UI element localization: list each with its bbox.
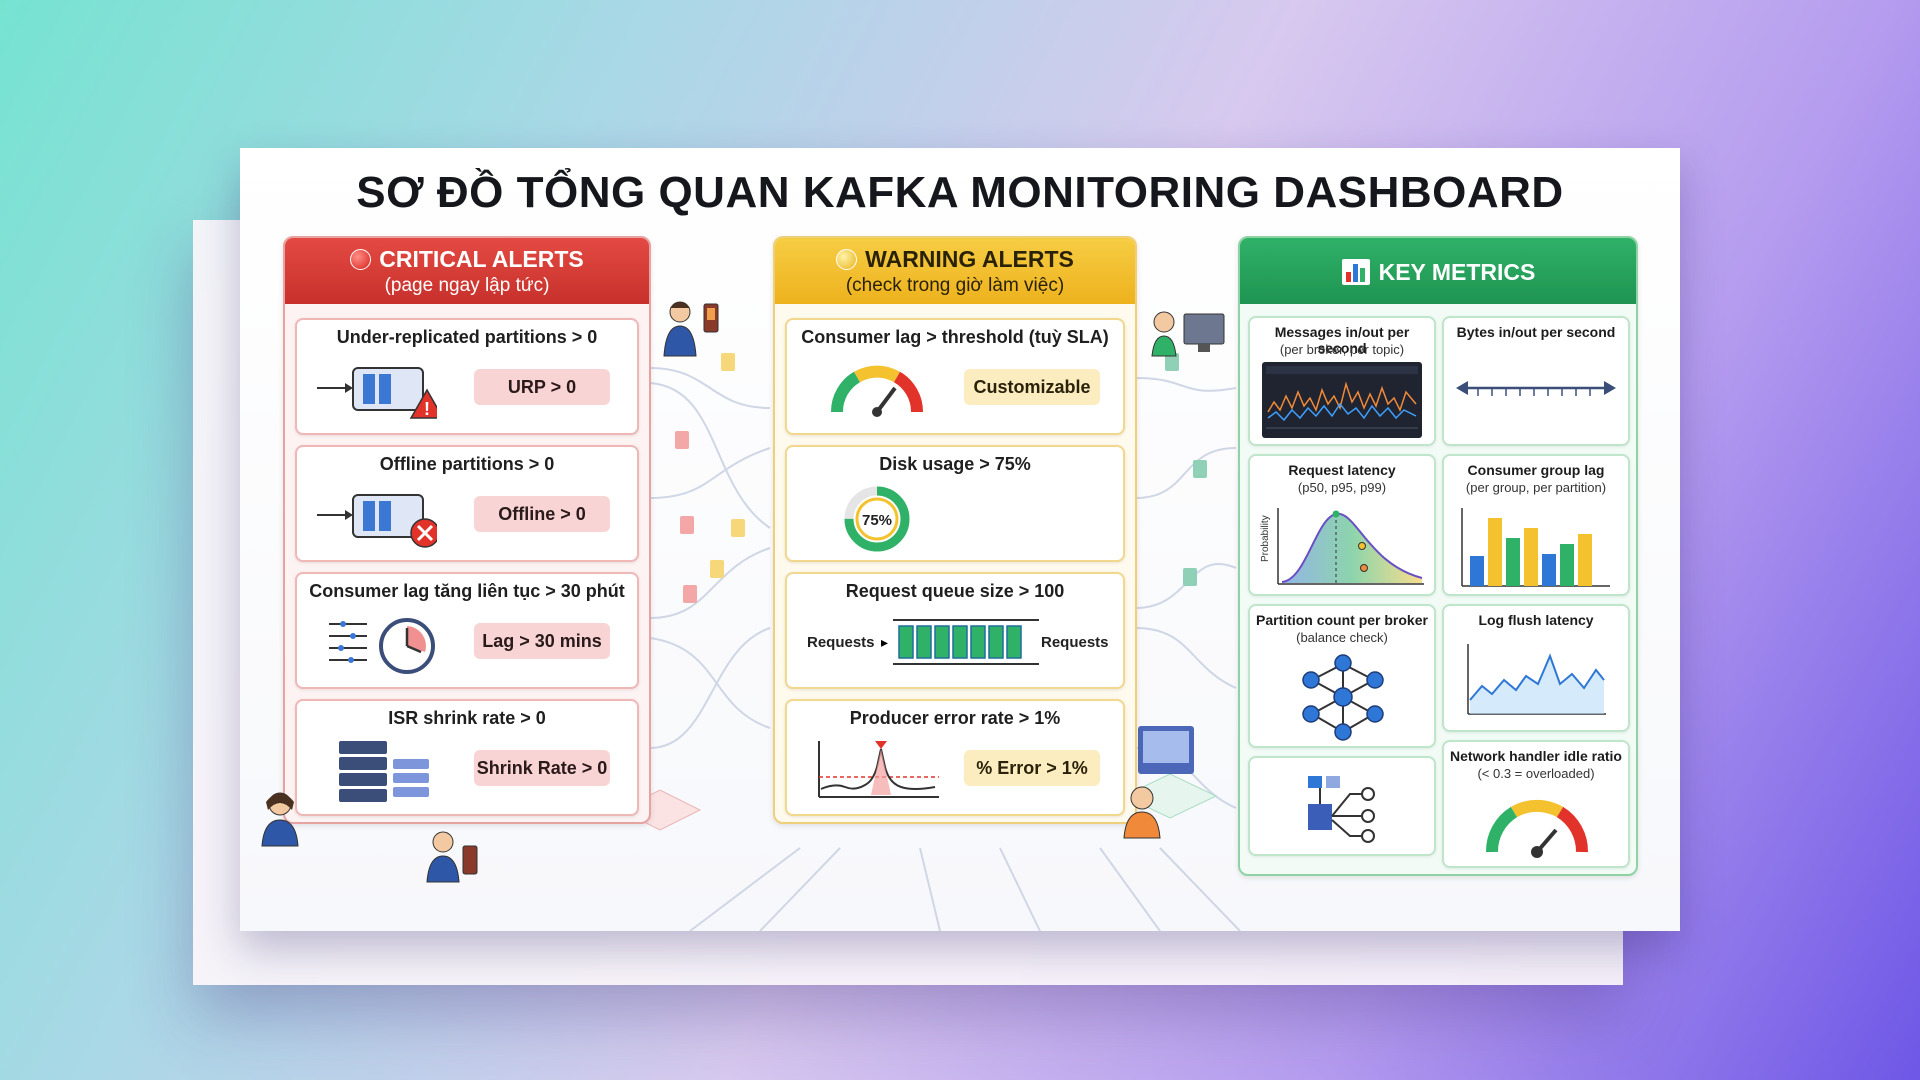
bidirectional-arrow-icon	[1456, 381, 1616, 396]
metric-subtitle: (p50, p95, p99)	[1297, 480, 1387, 495]
distribution-curve-icon: Probability	[1260, 508, 1424, 585]
metric-card-partition-count: Partition count per broker (balance chec…	[1248, 604, 1436, 748]
card-title: Under-replicated partitions > 0	[336, 327, 598, 347]
partition-offline-icon	[317, 494, 437, 548]
queue-left-label: Requests	[807, 634, 875, 651]
warning-alert-card-queue: Request queue size > 100 Requests ▸ Requ…	[785, 572, 1125, 689]
key-metrics-title: KEY METRICS	[1378, 258, 1536, 285]
critical-alerts-panel: CRITICAL ALERTS (page ngay lập tức) Unde…	[283, 236, 651, 824]
metric-card-log-flush: Log flush latency	[1442, 604, 1630, 732]
metric-title: Network handler idle ratio	[1450, 748, 1622, 764]
partition-warning-icon: !	[317, 367, 437, 419]
warning-alerts-panel: WARNING ALERTS (check trong giờ làm việc…	[773, 236, 1137, 824]
line-chart-icon	[1467, 644, 1606, 715]
badge-lag: Lag > 30 mins	[474, 623, 610, 659]
gauge-icon	[1485, 799, 1589, 858]
card-title: Disk usage > 75%	[879, 454, 1031, 474]
bar-chart-icon	[1461, 508, 1610, 587]
warning-alerts-title: WARNING ALERTS	[865, 246, 1074, 272]
metric-title: Consumer group lag	[1467, 462, 1605, 478]
card-title: Consumer lag > threshold (tuỳ SLA)	[801, 327, 1109, 347]
badge-offline: Offline > 0	[474, 496, 610, 532]
badge-customizable: Customizable	[964, 369, 1100, 405]
yellow-alert-dot-icon	[836, 249, 858, 270]
queue-icon	[893, 619, 1039, 665]
warning-alert-card-disk: Disk usage > 75% 75%	[785, 445, 1125, 562]
donut-gauge-icon: 75%	[844, 486, 910, 552]
operator-with-device-icon	[426, 831, 478, 883]
svg-text:!: !	[424, 399, 430, 419]
key-metrics-panel: KEY METRICS Messages in/out per second (…	[1238, 236, 1638, 876]
card-title: Offline partitions > 0	[379, 454, 555, 474]
error-spike-icon	[818, 741, 939, 798]
card-title: Consumer lag tăng liên tục > 30 phút	[309, 581, 625, 601]
metric-subtitle: (< 0.3 = overloaded)	[1477, 766, 1595, 781]
metric-card-consumer-group-lag: Consumer group lag (per group, per parti…	[1442, 454, 1630, 596]
metric-title: Messages in/out per second	[1274, 324, 1410, 356]
bar-chart-icon	[1341, 259, 1370, 285]
page-title: SƠ ĐỒ TỔNG QUAN KAFKA MONITORING DASHBOA…	[356, 168, 1564, 217]
disk-gauge-label: 75%	[862, 512, 892, 529]
queue-right-label: Requests	[1041, 634, 1109, 651]
warning-alert-card-producer-error: Producer error rate > 1% % Error > 1%	[785, 699, 1125, 816]
support-agent-icon	[261, 792, 299, 847]
engineer-icon	[1123, 786, 1161, 839]
card-title: ISR shrink rate > 0	[388, 708, 546, 728]
warning-alerts-subtitle: (check trong giờ làm việc)	[845, 275, 1065, 296]
metric-card-messages: Messages in/out per second (per broker, …	[1248, 316, 1436, 446]
metric-card-request-latency: Request latency (p50, p95, p99) Probabil…	[1248, 454, 1436, 596]
arrow-right-icon: ▸	[881, 634, 889, 650]
metric-card-bytes: Bytes in/out per second	[1442, 316, 1630, 446]
metric-title: Partition count per broker	[1256, 612, 1428, 628]
metric-card-flow	[1248, 756, 1436, 856]
metric-title: Log flush latency	[1478, 612, 1594, 628]
metric-subtitle: (balance check)	[1296, 630, 1388, 645]
axis-label-probability: Probability	[1260, 515, 1271, 562]
network-nodes-icon	[1302, 654, 1384, 741]
gauge-icon	[830, 365, 924, 417]
card-title: Producer error rate > 1%	[849, 708, 1061, 728]
badge-error-rate: % Error > 1%	[964, 750, 1100, 786]
critical-alert-card-urp: Under-replicated partitions > 0 ! URP > …	[295, 318, 639, 435]
card-title: Request queue size > 100	[845, 581, 1065, 601]
critical-alert-card-consumer-lag: Consumer lag tăng liên tục > 30 phút Lag…	[295, 572, 639, 689]
critical-alerts-header: CRITICAL ALERTS (page ngay lập tức)	[285, 238, 649, 304]
badge-urp: URP > 0	[474, 369, 610, 405]
warning-alert-card-consumer-lag: Consumer lag > threshold (tuỳ SLA) Custo…	[785, 318, 1125, 435]
dashboard-infographic: SƠ ĐỒ TỔNG QUAN KAFKA MONITORING DASHBOA…	[240, 148, 1680, 931]
metric-title: Bytes in/out per second	[1456, 324, 1616, 340]
critical-alerts-subtitle: (page ngay lập tức)	[384, 275, 550, 296]
flow-diagram-icon	[1308, 776, 1375, 843]
badge-isr: Shrink Rate > 0	[474, 750, 610, 786]
critical-alert-card-offline: Offline partitions > 0 Offline > 0	[295, 445, 639, 562]
critical-alert-card-isr: ISR shrink rate > 0 Shrink Rate > 0	[295, 699, 639, 816]
metric-subtitle: (per broker, per topic)	[1279, 342, 1405, 357]
red-alert-dot-icon	[350, 249, 372, 270]
operator-with-phone-icon	[663, 301, 719, 357]
clock-icon	[329, 618, 435, 674]
metric-subtitle: (per group, per partition)	[1465, 480, 1607, 495]
key-metrics-header: KEY METRICS	[1240, 238, 1636, 304]
server-stack-icon	[339, 741, 429, 802]
metric-card-network-handler: Network handler idle ratio (< 0.3 = over…	[1442, 740, 1630, 868]
operator-at-monitor-icon	[1151, 311, 1225, 357]
warning-alerts-header: WARNING ALERTS (check trong giờ làm việc…	[775, 238, 1135, 304]
critical-alerts-title: CRITICAL ALERTS	[379, 246, 584, 272]
metric-title: Request latency	[1288, 462, 1396, 478]
throughput-chart-icon	[1262, 362, 1422, 438]
